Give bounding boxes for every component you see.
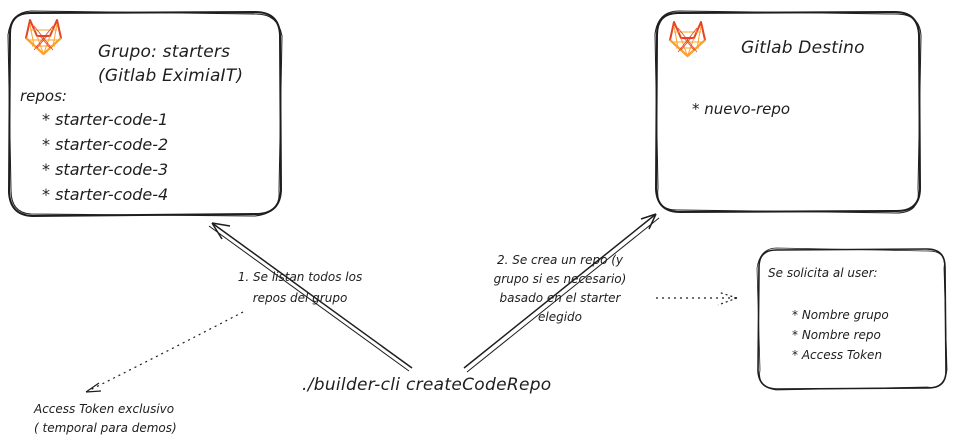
arrow-create-repo — [463, 213, 660, 373]
dest-box-title: Gitlab Destino — [741, 38, 865, 58]
arrow-list-repos — [208, 222, 413, 372]
repo-item: * starter-code-1 — [42, 110, 169, 129]
gitlab-fox-icon — [25, 19, 62, 55]
arrow-token-note — [85, 311, 244, 393]
step2-label-line4: elegido — [537, 310, 582, 324]
token-note-line2: ( temporal para demos) — [34, 421, 177, 435]
user-input-item: * Nombre repo — [792, 328, 881, 342]
cli-command: ./builder-cli createCodeRepo — [302, 375, 552, 395]
user-box — [756, 247, 948, 391]
gitlab-fox-icon — [669, 21, 706, 57]
repo-item: * starter-code-3 — [42, 160, 169, 179]
user-box-title: Se solicita al user: — [768, 266, 878, 280]
source-box — [7, 10, 283, 218]
step1-label-line2: repos del grupo — [252, 291, 348, 305]
source-box-title-line1: Grupo: starters — [98, 42, 231, 62]
repo-item: * starter-code-4 — [42, 185, 169, 204]
token-note-line1: Access Token exclusivo — [34, 402, 175, 416]
repo-item: * starter-code-2 — [42, 135, 169, 154]
source-box-title-line2: (Gitlab EximiaIT) — [98, 66, 244, 86]
step2-label-line3: basado en el starter — [499, 291, 621, 305]
step2-label-line2: grupo si es necesario) — [493, 272, 627, 286]
step1-label-line1: 1. Se listan todos los — [237, 270, 363, 284]
user-input-item: * Nombre grupo — [792, 308, 889, 322]
dest-box — [654, 10, 922, 214]
repos-label: repos: — [20, 87, 67, 105]
dest-repo-item: * nuevo-repo — [692, 100, 791, 118]
arrow-user-prompt — [656, 291, 738, 306]
user-input-item: * Access Token — [792, 348, 883, 362]
step2-label-line1: 2. Se crea un repo (y — [496, 253, 624, 267]
